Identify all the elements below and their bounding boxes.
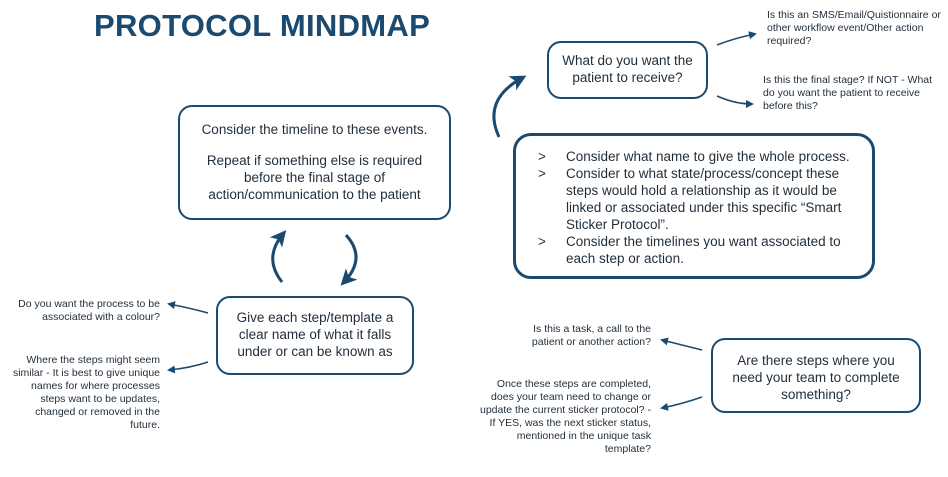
consider-item: > Consider to what state/process/concept … [538, 165, 854, 233]
team-box: Are there steps where you need your team… [711, 338, 921, 413]
bullet-marker: > [538, 149, 546, 164]
consider-item-text: Consider the timelines you want associat… [566, 234, 841, 266]
consider-box: > Consider what name to give the whole pr… [513, 133, 875, 279]
receive-note-final-stage: Is this the final stage? If NOT - What d… [763, 74, 933, 112]
arrow-cycle-down [340, 233, 358, 286]
name-note-unique: Where the steps might seem similar - It … [12, 354, 160, 431]
name-text: Give each step/template a clear name of … [236, 310, 394, 359]
receive-text: What do you want the patient to receive? [562, 53, 693, 85]
arrow-team-to-update [660, 396, 703, 411]
consider-item: > Consider what name to give the whole pr… [538, 148, 854, 165]
page-title: PROTOCOL MINDMAP [94, 8, 431, 43]
arrow-receive-to-final [716, 95, 754, 108]
timeline-box: Consider the timeline to these events. R… [178, 105, 451, 220]
receive-note-sms: Is this an SMS/Email/Quistionnaire or ot… [767, 9, 941, 47]
arrow-name-to-unique [167, 361, 209, 374]
arrow-cycle-up [269, 230, 287, 283]
consider-item: > Consider the timelines you want associa… [538, 233, 854, 267]
bullet-marker: > [538, 234, 546, 249]
consider-item-text: Consider what name to give the whole pro… [566, 149, 850, 164]
arrow-team-to-task [660, 337, 703, 351]
consider-list: > Consider what name to give the whole pr… [538, 148, 854, 267]
team-text: Are there steps where you need your team… [732, 353, 900, 402]
arrow-receive-to-sms [716, 31, 757, 46]
timeline-line2: Repeat if something else is required bef… [206, 153, 423, 202]
team-note-task: Is this a task, a call to the patient or… [531, 323, 651, 348]
consider-item-text: Consider to what state/process/concept t… [566, 166, 842, 232]
arrow-name-to-colour [167, 301, 209, 314]
receive-box: What do you want the patient to receive? [547, 41, 708, 99]
name-note-colour: Do you want the process to be associated… [18, 298, 160, 323]
arrow-consider-to-receive [492, 75, 527, 138]
team-note-update: Once these steps are completed, does you… [479, 378, 651, 455]
timeline-line1: Consider the timeline to these events. [201, 122, 428, 137]
bullet-marker: > [538, 166, 546, 181]
name-box: Give each step/template a clear name of … [216, 296, 414, 375]
